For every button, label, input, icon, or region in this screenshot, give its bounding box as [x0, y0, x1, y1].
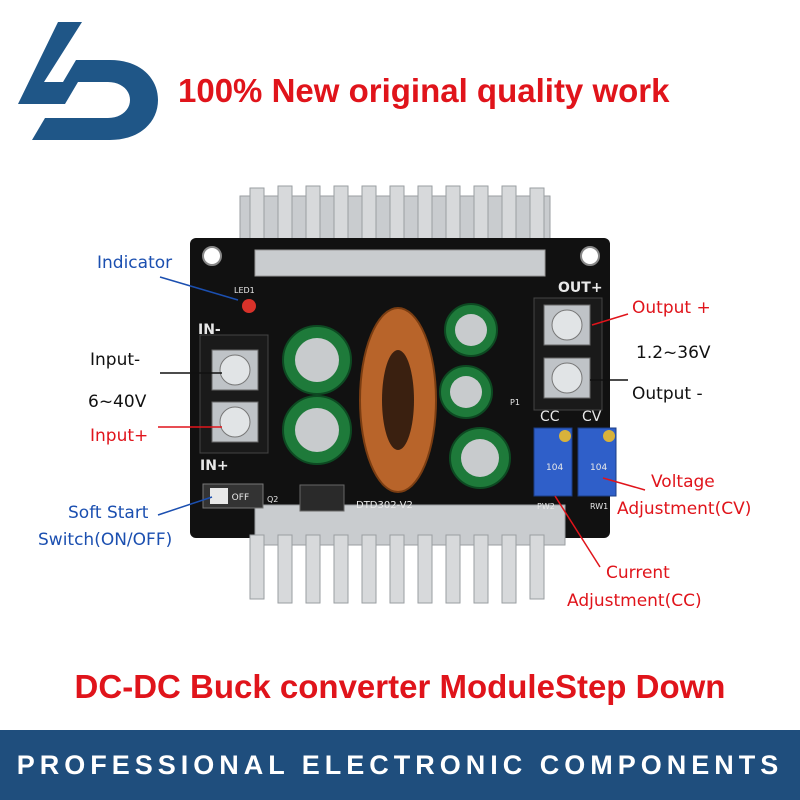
potentiometers: [533, 427, 617, 497]
label-voltage: Voltage: [651, 472, 715, 492]
output-terminals: [533, 297, 603, 411]
silk-led: LED1: [234, 286, 255, 295]
silk-in-minus: IN-: [198, 322, 221, 338]
label-voltage-adjustment: Adjustment(CV): [617, 499, 752, 519]
silk-in-plus: IN+: [200, 458, 229, 474]
silk-pot-right: 104: [590, 463, 607, 473]
silk-rw1: RW1: [590, 502, 608, 511]
silk-cc: CC: [540, 409, 560, 425]
label-soft-start: Soft Start: [68, 503, 149, 523]
label-output-plus: Output +: [632, 298, 711, 318]
toroid-inductor: [359, 307, 437, 493]
input-terminals: [199, 334, 269, 454]
label-current-adjustment: Adjustment(CC): [567, 591, 702, 611]
label-input-minus: Input-: [90, 350, 141, 370]
product-caption: DC-DC Buck converter ModuleStep Down: [74, 668, 726, 705]
label-current: Current: [606, 563, 670, 583]
silk-out-plus: OUT+: [558, 280, 603, 296]
silk-pot-left: 104: [546, 463, 563, 473]
bottom-heatsink: [249, 504, 566, 604]
brand-logo: [18, 22, 158, 140]
label-input-range: 6~40V: [88, 392, 147, 412]
silk-q2: Q2: [267, 495, 278, 504]
silk-p1: P1: [510, 398, 520, 407]
label-output-range: 1.2~36V: [636, 343, 711, 363]
silk-model: DTD302-V2: [356, 500, 413, 511]
silk-cv: CV: [582, 409, 602, 425]
silk-pw2: PW2: [537, 502, 555, 511]
label-indicator: Indicator: [97, 253, 173, 273]
label-soft-start-switch: Switch(ON/OFF): [38, 530, 173, 550]
annotation-pointers: [157, 276, 646, 568]
footer-text: PROFESSIONAL ELECTRONIC COMPONENTS: [16, 750, 784, 780]
footer-banner: [0, 730, 800, 800]
headline: 100% New original quality work: [178, 72, 670, 109]
silk-switch: ON OFF: [215, 493, 249, 503]
indicator-led: [242, 299, 256, 313]
label-input-plus: Input+: [90, 426, 149, 446]
label-output-minus: Output -: [632, 384, 703, 404]
